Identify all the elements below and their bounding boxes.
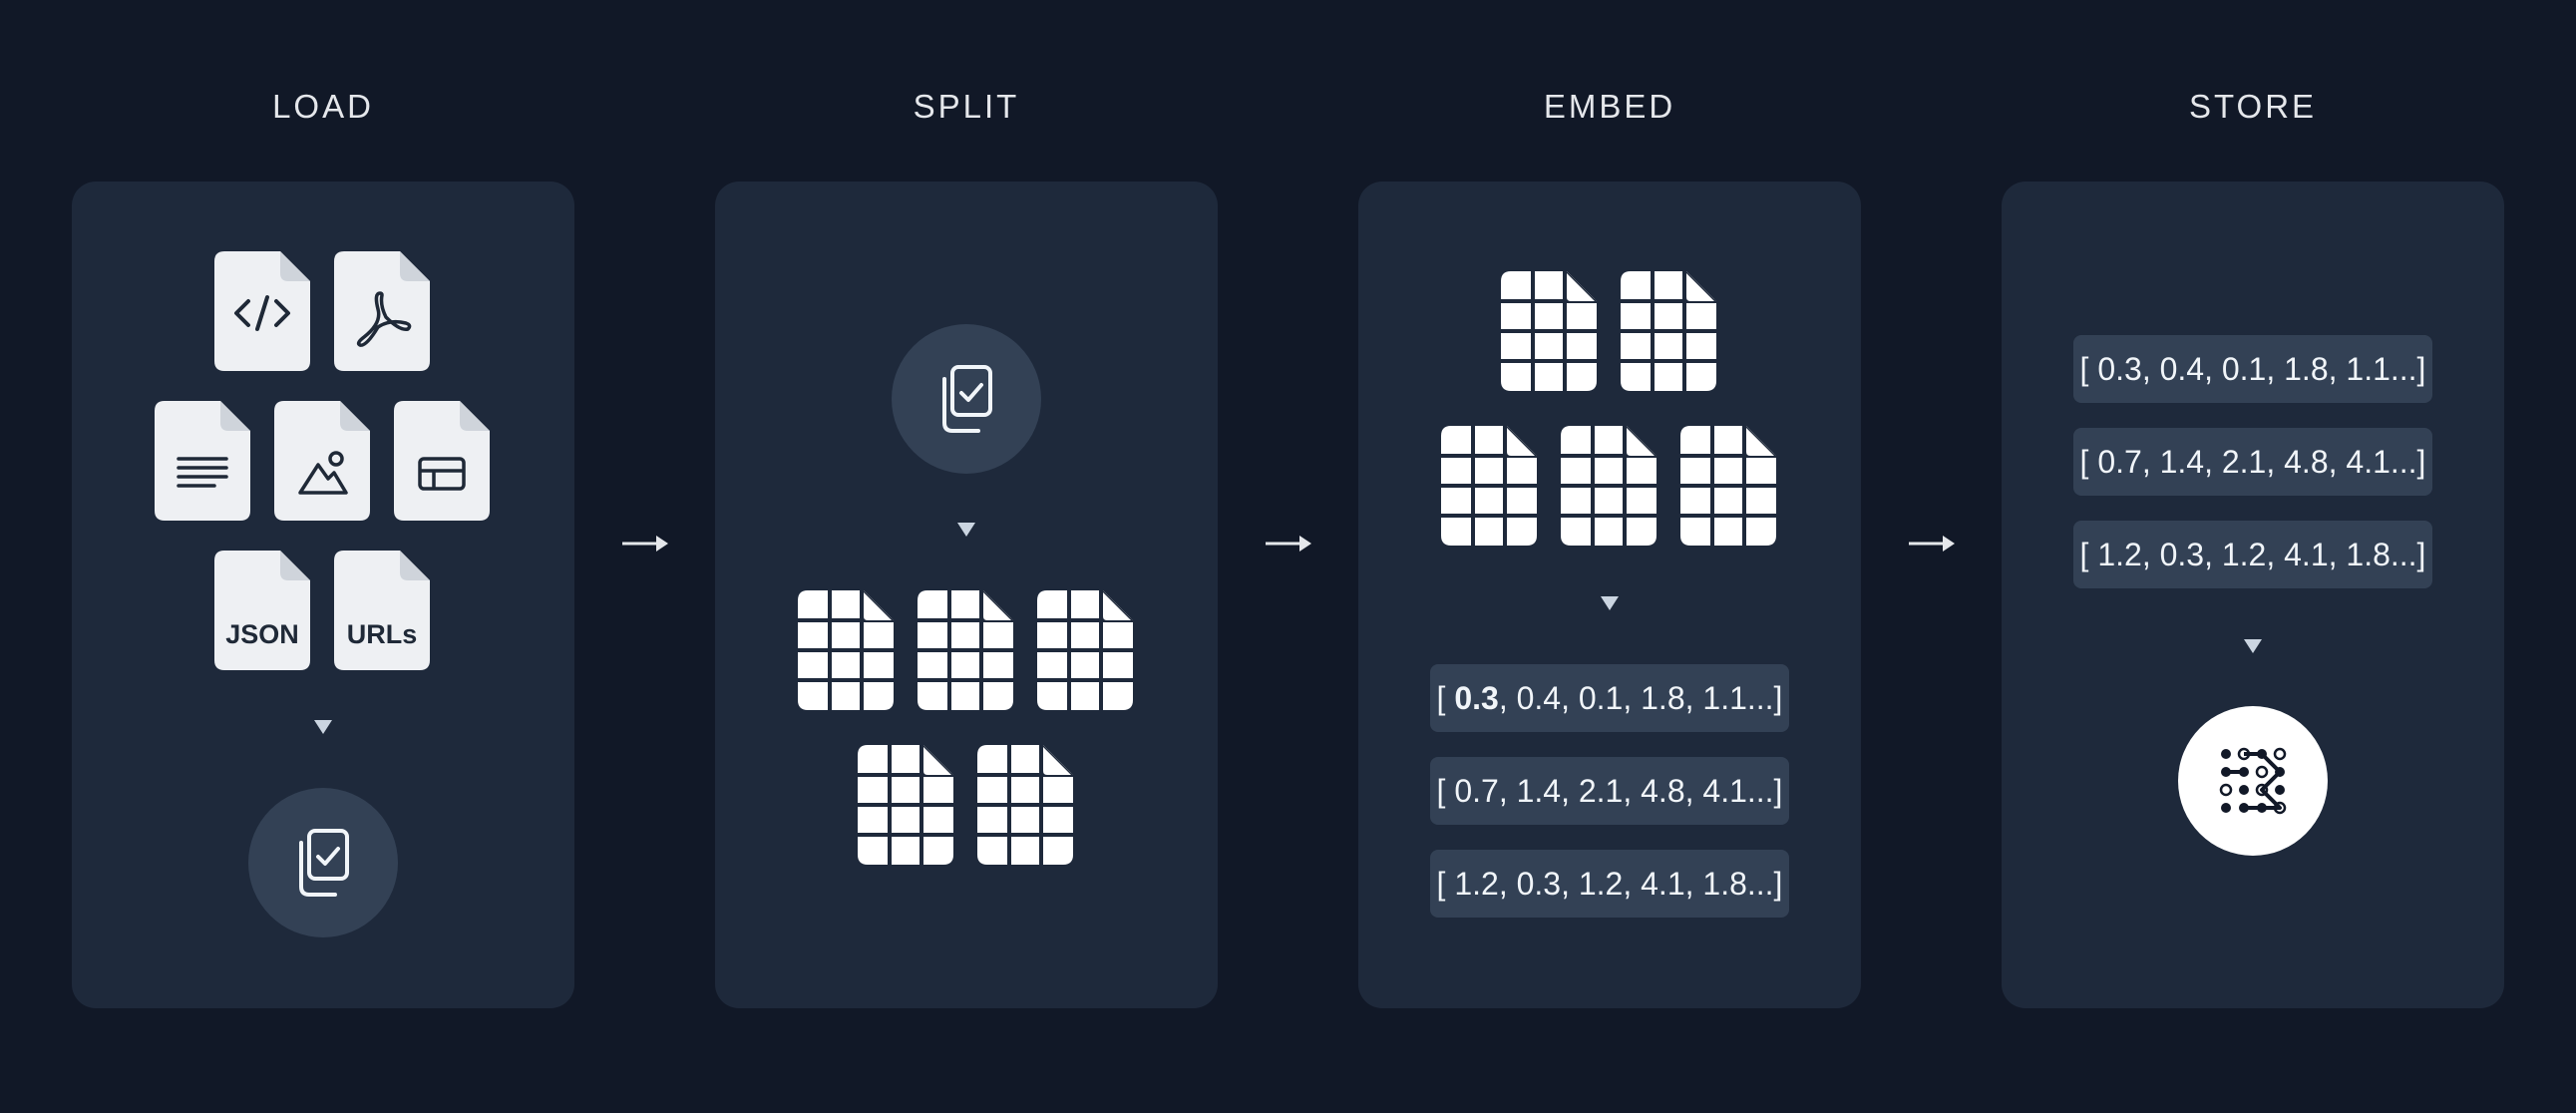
down-arrow-icon	[957, 523, 975, 537]
stage-title-split: SPLIT	[913, 88, 1020, 125]
chunk-icon	[1441, 426, 1537, 546]
stored-vector: [ 0.7, 1.4, 2.1, 4.8, 4.1...]	[2073, 428, 2432, 496]
arrow-right-icon	[1266, 536, 1311, 552]
vector-first-value: 0.3	[1454, 679, 1499, 716]
stored-vector: [ 1.2, 0.3, 1.2, 4.1, 1.8...]	[2073, 521, 2432, 588]
chunk-icon	[1621, 271, 1716, 391]
store-panel: [ 0.3, 0.4, 0.1, 1.8, 1.1...] [ 0.7, 1.4…	[2002, 182, 2504, 1008]
chunk-icon	[798, 590, 894, 710]
embedding-vector: [ 0.3, 0.4, 0.1, 1.8, 1.1...]	[1430, 664, 1789, 732]
text-file-icon	[155, 401, 250, 521]
arrow-right-icon	[622, 536, 668, 552]
down-arrow-icon	[314, 720, 332, 734]
vector-rest: , 0.4, 0.1, 1.8, 1.1...]	[1498, 679, 1783, 716]
documents-circle	[892, 324, 1041, 474]
table-file-icon	[394, 401, 490, 521]
vector-store-circle	[2178, 706, 2328, 856]
documents-icon	[942, 365, 992, 433]
down-arrow-icon	[1601, 596, 1619, 610]
urls-file-icon: URLs	[334, 551, 430, 670]
image-file-icon	[274, 401, 370, 521]
chunk-icon	[1501, 271, 1597, 391]
json-file-icon: JSON	[214, 551, 310, 670]
chunk-icon	[1561, 426, 1656, 546]
chunk-icon	[858, 745, 953, 865]
down-arrow-icon	[2244, 639, 2262, 653]
code-file-icon	[214, 251, 310, 371]
load-panel: JSON URLs	[72, 182, 574, 1008]
stored-vector: [ 0.3, 0.4, 0.1, 1.8, 1.1...]	[2073, 335, 2432, 403]
embedding-vector: [ 0.7, 1.4, 2.1, 4.8, 4.1...]	[1430, 757, 1789, 825]
chunk-icon	[1680, 426, 1776, 546]
embed-panel: [ 0.3, 0.4, 0.1, 1.8, 1.1...] [ 0.7, 1.4…	[1358, 182, 1861, 1008]
stage-title-load: LOAD	[272, 88, 374, 125]
vector-store-icon	[2219, 747, 2287, 815]
documents-circle	[248, 788, 398, 937]
chunk-icon	[918, 590, 1013, 710]
urls-label: URLs	[346, 619, 418, 649]
chunk-icon	[1037, 590, 1133, 710]
stage-title-store: STORE	[2188, 88, 2318, 125]
pdf-file-icon	[334, 251, 430, 371]
json-label: JSON	[225, 619, 299, 649]
chunk-icon	[977, 745, 1073, 865]
split-panel	[715, 182, 1218, 1008]
arrow-right-icon	[1909, 536, 1955, 552]
stage-title-embed: EMBED	[1543, 88, 1676, 125]
vector-prefix: [	[1436, 679, 1455, 716]
documents-icon	[299, 829, 349, 897]
embedding-vector: [ 1.2, 0.3, 1.2, 4.1, 1.8...]	[1430, 850, 1789, 918]
